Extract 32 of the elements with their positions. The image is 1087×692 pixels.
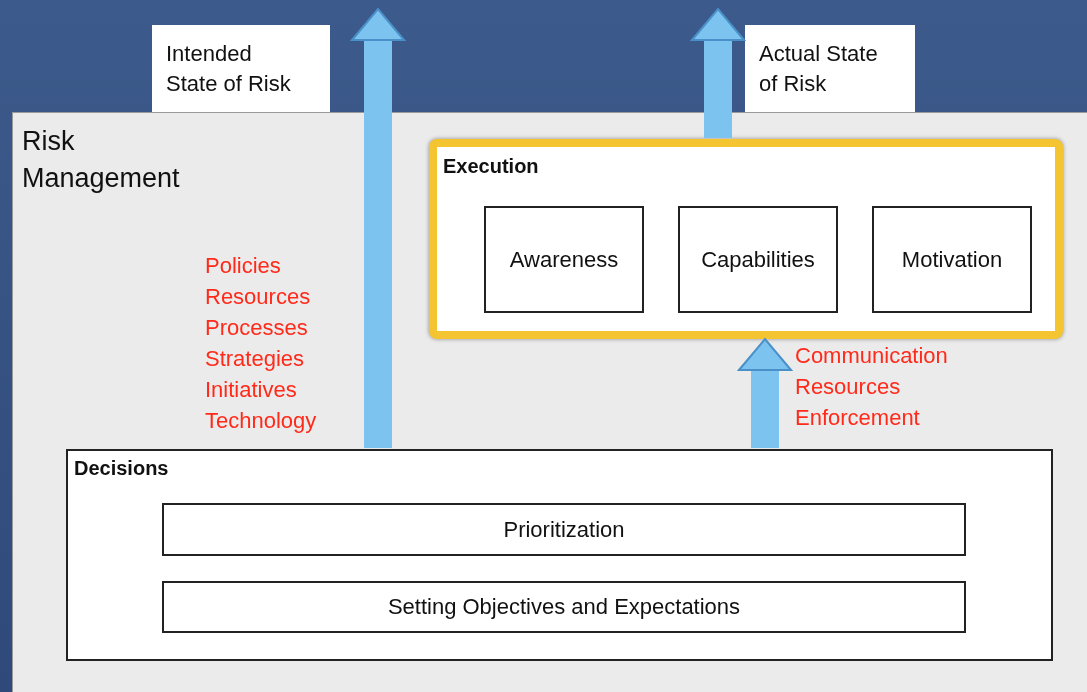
arrow: [351, 8, 405, 448]
panel-heading: Execution: [443, 155, 539, 178]
arrow: [691, 8, 745, 138]
highlighted-panel: [429, 139, 1063, 339]
arrow: [738, 338, 792, 448]
list-item: Resources: [795, 373, 901, 401]
list-item: Policies: [205, 252, 281, 280]
state-label: Intended State of Risk: [165, 39, 292, 98]
process-bar: [162, 581, 966, 633]
panel: [12, 112, 1087, 692]
process-box: [678, 206, 838, 313]
list-item: Processes: [205, 314, 308, 342]
list-item: Initiatives: [205, 376, 297, 404]
box-label: Awareness: [509, 246, 619, 273]
list-item: Enforcement: [795, 404, 920, 432]
panel-heading: Risk Management: [22, 125, 181, 195]
state-box: [745, 25, 915, 112]
box-label: Motivation: [901, 246, 1003, 273]
box-label: Prioritization: [503, 516, 625, 543]
group-panel: [66, 449, 1053, 661]
list-item: Technology: [205, 407, 317, 435]
panel-heading: Decisions: [74, 457, 169, 480]
process-bar: [162, 503, 966, 556]
state-label: Actual State of Risk: [758, 39, 879, 98]
process-box: [872, 206, 1032, 313]
box-label: Setting Objectives and Expectations: [387, 594, 741, 620]
box-label: Capabilities: [701, 246, 815, 273]
process-box: [484, 206, 644, 313]
state-box: [152, 25, 330, 112]
list-item: Communication: [795, 342, 948, 370]
list-item: Resources: [205, 283, 311, 311]
list-item: Strategies: [205, 345, 305, 373]
